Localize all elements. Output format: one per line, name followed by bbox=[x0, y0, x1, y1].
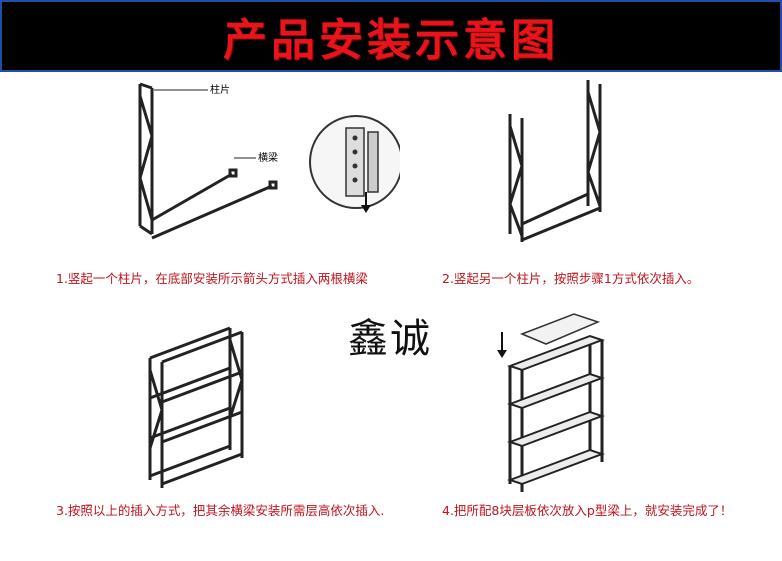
step-2-panel bbox=[470, 74, 730, 264]
step-4-illustration bbox=[497, 313, 605, 492]
connector-detail bbox=[309, 115, 400, 213]
watermark-logo-text: 鑫诚 bbox=[348, 316, 432, 362]
post-label: 柱片 bbox=[210, 83, 230, 96]
step-2-caption: 2.竖起另一个柱片，按照步骤1方式依次插入。 bbox=[442, 271, 700, 286]
upright-frame bbox=[138, 82, 154, 236]
down-arrow-icon bbox=[497, 332, 507, 358]
shelf-frame bbox=[508, 336, 604, 492]
assembled-frame bbox=[148, 326, 244, 488]
shelf-levels bbox=[507, 334, 605, 486]
step-3-caption: 3.按照以上的插入方式，把其余横梁安装所需层高依次插入. bbox=[56, 503, 385, 518]
step-3-illustration bbox=[148, 326, 244, 488]
step-3-panel bbox=[130, 318, 270, 493]
title-banner: 产品安装示意图 bbox=[0, 0, 782, 72]
beam-label: 横梁 bbox=[258, 151, 278, 164]
beam bbox=[151, 168, 278, 240]
step-4-panel bbox=[490, 306, 630, 496]
two-uprights bbox=[508, 80, 602, 242]
step-2-illustration bbox=[508, 80, 602, 242]
page-title: 产品安装示意图 bbox=[223, 15, 559, 66]
step-1-caption: 1.竖起一个柱片，在底部安装所示箭头方式插入两根横梁 bbox=[56, 271, 368, 286]
step-1-panel: 柱片 横梁 bbox=[40, 74, 400, 264]
step-1-illustration: 柱片 横梁 bbox=[138, 82, 400, 240]
shelf-panel bbox=[519, 313, 601, 345]
step-4-caption: 4.把所配8块层板依次放入p型梁上，就安装完成了！ bbox=[442, 503, 733, 518]
